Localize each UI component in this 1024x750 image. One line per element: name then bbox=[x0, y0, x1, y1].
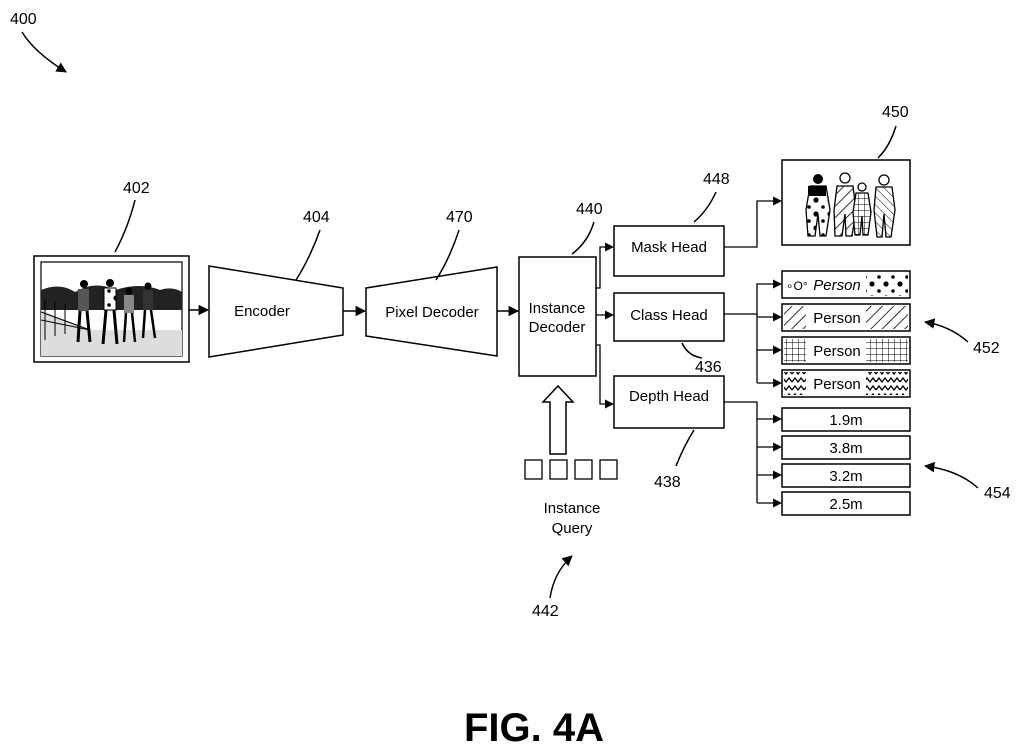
figure-ref-arrow bbox=[22, 32, 66, 72]
query-square bbox=[600, 460, 617, 479]
depth-outputs-ref: 454 bbox=[984, 485, 1011, 502]
class-item-icon: ∘O° bbox=[786, 279, 808, 293]
class-head-ref: 436 bbox=[695, 359, 722, 376]
instance-query-label-2: Query bbox=[552, 520, 593, 537]
class-output-item: Person bbox=[782, 370, 910, 397]
mask-head-label: Mask Head bbox=[631, 239, 707, 256]
arrow-to-depth-output-1 bbox=[724, 402, 781, 419]
mask-output-leader bbox=[878, 126, 896, 158]
arrow-to-mask-output bbox=[724, 201, 781, 247]
instance-decoder-ref: 440 bbox=[576, 201, 603, 218]
encoder-label: Encoder bbox=[234, 303, 290, 320]
depth-head-ref: 438 bbox=[654, 474, 681, 491]
mask-output-ref: 450 bbox=[882, 104, 909, 121]
mask-head-ref: 448 bbox=[703, 171, 730, 188]
depth-head-leader bbox=[676, 430, 694, 466]
depth-item-label: 1.9m bbox=[829, 412, 862, 429]
pixel-decoder-ref: 470 bbox=[446, 209, 473, 226]
pixel-decoder-leader bbox=[436, 230, 459, 280]
class-item-label: Person bbox=[813, 376, 861, 393]
instance-decoder-leader bbox=[572, 222, 594, 254]
instance-query-ref-arrow bbox=[550, 556, 572, 598]
instance-decoder-label-2: Decoder bbox=[529, 319, 586, 336]
query-square bbox=[550, 460, 567, 479]
figure-ref-label: 400 bbox=[10, 11, 37, 28]
depth-item-label: 3.8m bbox=[829, 440, 862, 457]
depth-output-item: 3.2m bbox=[782, 464, 910, 487]
class-outputs-ref-arrow bbox=[925, 322, 968, 342]
mask-output-image bbox=[782, 160, 910, 245]
class-item-label: Person bbox=[813, 310, 861, 327]
depth-item-label: 3.2m bbox=[829, 468, 862, 485]
class-output-item: Person bbox=[782, 304, 910, 331]
class-outputs-ref: 452 bbox=[973, 340, 1000, 357]
class-item-label: Person bbox=[813, 277, 861, 294]
mask-head-leader bbox=[694, 192, 716, 222]
encoder-leader bbox=[296, 230, 320, 280]
arrow-to-depth-head bbox=[596, 345, 613, 404]
depth-output-item: 3.8m bbox=[782, 436, 910, 459]
input-image bbox=[34, 256, 189, 362]
arrow-to-mask-head bbox=[596, 247, 613, 288]
class-head-label: Class Head bbox=[630, 307, 708, 324]
input-image-ref: 402 bbox=[123, 180, 150, 197]
depth-head-label: Depth Head bbox=[629, 388, 709, 405]
figure-title: FIG. 4A bbox=[464, 706, 604, 750]
depth-item-label: 2.5m bbox=[829, 496, 862, 513]
pixel-decoder-label: Pixel Decoder bbox=[385, 304, 478, 321]
instance-query-ref: 442 bbox=[532, 603, 559, 620]
instance-query-arrow bbox=[543, 386, 573, 454]
encoder-ref: 404 bbox=[303, 209, 330, 226]
class-output-item: ∘O° Person bbox=[782, 271, 910, 298]
instance-query-label-1: Instance bbox=[544, 500, 601, 517]
class-item-label: Person bbox=[813, 343, 861, 360]
instance-decoder-label-1: Instance bbox=[529, 300, 586, 317]
class-head-leader bbox=[682, 343, 702, 358]
arrow-to-class-output-1 bbox=[724, 284, 781, 314]
input-image-leader bbox=[115, 200, 135, 252]
depth-outputs-ref-arrow bbox=[925, 466, 978, 488]
depth-output-item: 1.9m bbox=[782, 408, 910, 431]
query-square bbox=[525, 460, 542, 479]
class-output-item: Person bbox=[782, 337, 910, 364]
depth-output-item: 2.5m bbox=[782, 492, 910, 515]
query-square bbox=[575, 460, 592, 479]
